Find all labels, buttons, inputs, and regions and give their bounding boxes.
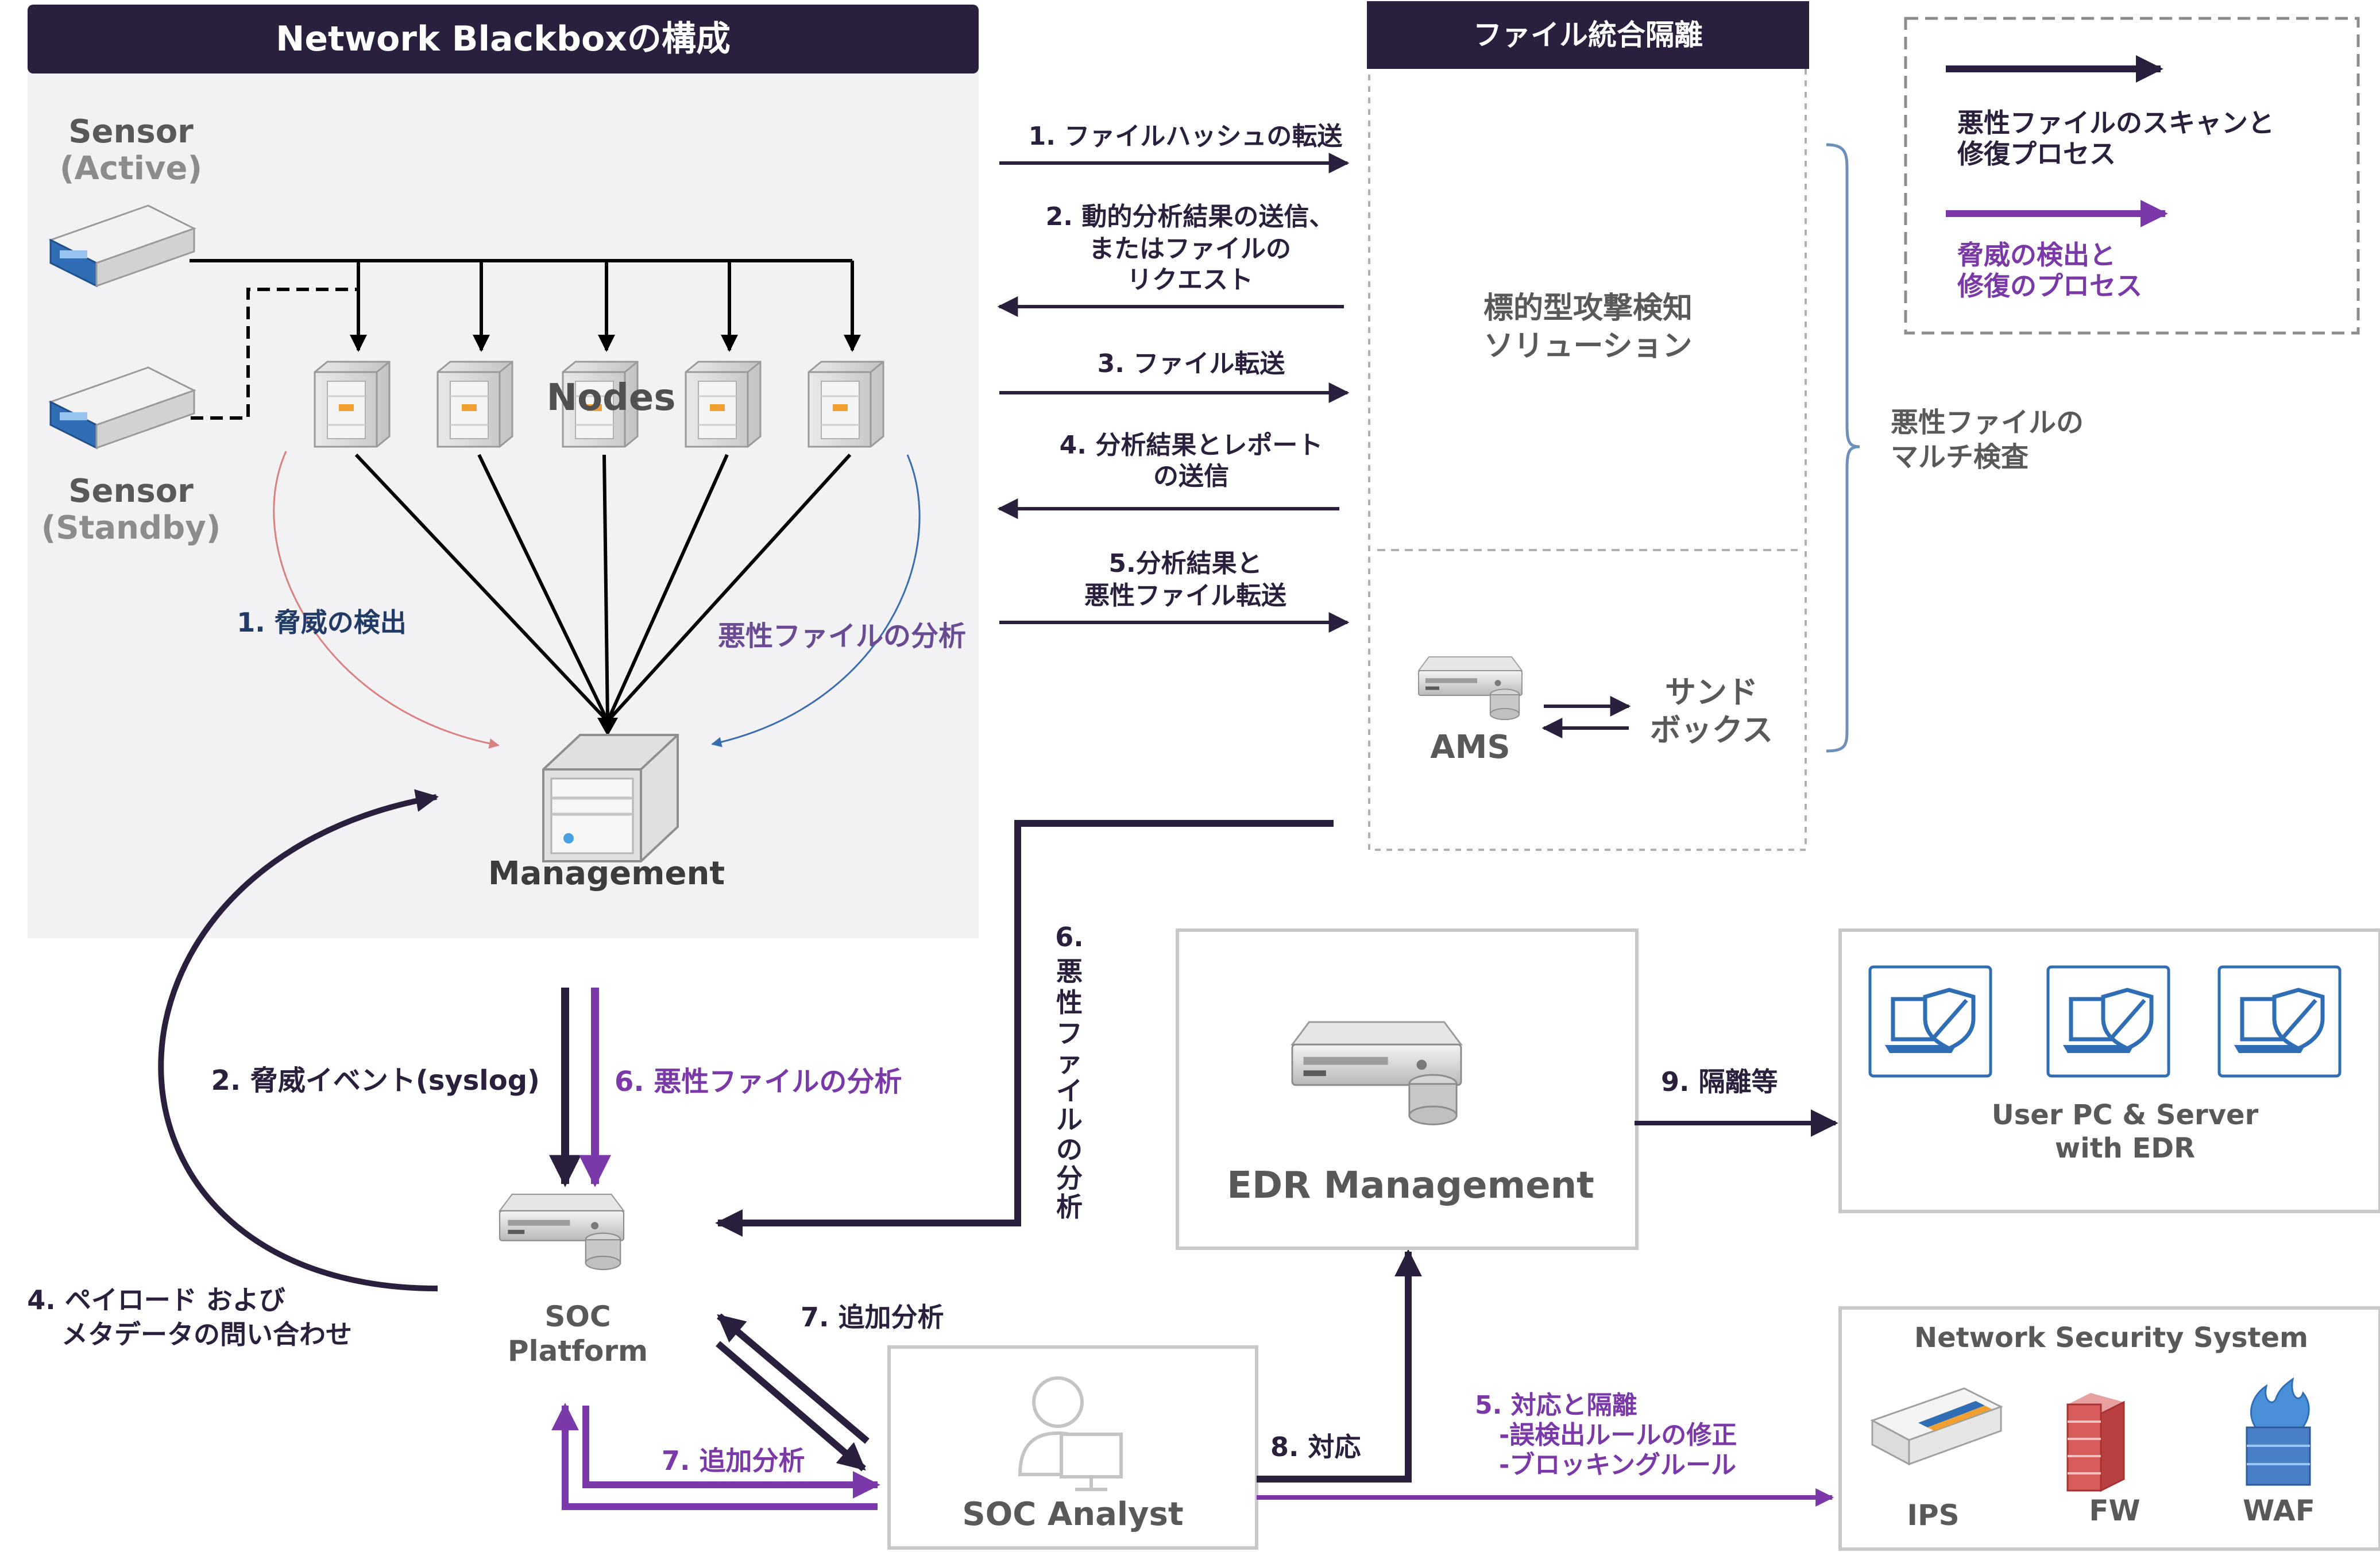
malware-analysis-label: 6. 悪性ファイルの分析: [615, 1066, 902, 1098]
exchange-5-label-line1: 5.分析結果と: [1108, 549, 1262, 578]
detect-label: 1. 脅威の検出: [237, 607, 407, 638]
multi-inspection-bracket: [1826, 143, 1860, 753]
sandbox-label-line1: サンド: [1665, 674, 1758, 710]
blackbox-title-bar: [28, 5, 979, 73]
analyst-person-icon: [1018, 1376, 1123, 1491]
fan-in-lines: [354, 453, 852, 723]
additional-analysis-top-label: 7. 追加分析: [801, 1302, 944, 1333]
threat-event-label: 2. 脅威イベント(syslog): [211, 1065, 540, 1097]
detect-curve: [273, 451, 500, 749]
svg-text:ァ: ァ: [1056, 1047, 1083, 1078]
ams-server-icon: [1418, 656, 1523, 721]
malware-analysis-vertical-label: 6. 悪 性 フ ァ イ ル の 分 析: [1055, 922, 1083, 1222]
response-isolation-line1: 5. 対応と隔離: [1475, 1391, 1637, 1420]
sandbox-label-line2: ボックス: [1650, 712, 1773, 748]
exchange-4-label-line1: 4. 分析結果とレポート: [1060, 431, 1323, 460]
ips-device-icon: [1870, 1387, 2003, 1466]
endpoint-laptop-icon: [2219, 967, 2340, 1076]
soc-platform-label-line1: SOC: [544, 1300, 611, 1333]
waf-icon: [2246, 1377, 2311, 1486]
sensor-active-state: (Active): [60, 150, 202, 187]
bracket-label-line1: 悪性ファイルの: [1891, 407, 2084, 439]
management-server-icon: [542, 734, 679, 862]
analysis-label: 悪性ファイルの分析: [718, 620, 966, 652]
nss-item-waf: WAF: [2243, 1494, 2315, 1527]
blackbox-title: Network Blackboxの構成: [276, 19, 731, 59]
node-server-icon: [436, 361, 513, 448]
legend-dark-line1: 悪性ファイルのスキャンと: [1957, 107, 2274, 138]
payload-query-line2: メタデータの問い合わせ: [61, 1319, 352, 1350]
payload-query-line1: 4. ペイロード および: [27, 1284, 285, 1315]
exchange-2-label-line3: リクエスト: [1127, 265, 1253, 295]
standby-bus-line: [191, 288, 358, 420]
legend-purple-line2: 修復のプロセス: [1957, 270, 2142, 301]
node-server-icon: [685, 361, 762, 448]
exchange-2-label-line1: 2. 動的分析結果の送信、: [1046, 202, 1335, 231]
ams-label: AMS: [1430, 729, 1510, 766]
exchange-4-label-line2: の送信: [1153, 462, 1229, 491]
svg-text:性: 性: [1056, 987, 1083, 1018]
payload-query-curve: [158, 789, 439, 1291]
svg-text:フ: フ: [1056, 1018, 1083, 1049]
response-isolation-line2: -誤検出ルールの修正: [1499, 1421, 1737, 1450]
analysis-curve: [711, 454, 921, 748]
exchange-1-label: 1. ファイルハッシュの転送: [1029, 122, 1343, 151]
response-isolation-line3: -ブロッキングルール: [1499, 1450, 1736, 1480]
node-server-icon: [314, 361, 391, 448]
sensor-standby-label: Sensor: [68, 473, 194, 510]
endpoint-laptop-icon: [2048, 967, 2169, 1076]
edr-management-label: EDR Management: [1227, 1164, 1594, 1207]
sensor-standby-state: (Standby): [41, 509, 221, 547]
additional-analysis-bottom-label: 7. 追加分析: [662, 1445, 805, 1476]
soc-platform-icon: [499, 1193, 625, 1271]
edr-management-box: [1176, 928, 1639, 1250]
management-label: Management: [488, 855, 725, 892]
svg-text:の: の: [1056, 1134, 1083, 1165]
svg-text:悪: 悪: [1056, 956, 1083, 987]
endpoints-label-line1: User PC & Server: [1992, 1099, 2259, 1131]
svg-text:イ: イ: [1056, 1075, 1083, 1106]
nodes-label: Nodes: [547, 377, 676, 419]
soc-analyst-label: SOC Analyst: [962, 1496, 1183, 1533]
exchange-2-label-line2: またはファイルの: [1089, 234, 1291, 264]
isolation-label: 9. 隔離等: [1661, 1066, 1778, 1097]
exchange-3-label: 3. ファイル転送: [1098, 349, 1285, 378]
soc-platform-label-line2: Platform: [508, 1334, 648, 1368]
solution-label-line1: 標的型攻撃検知: [1483, 291, 1693, 326]
solution-label-line2: ソリューション: [1484, 329, 1693, 363]
nss-title: Network Security System: [1914, 1322, 2308, 1354]
svg-text:ル: ル: [1056, 1104, 1083, 1135]
legend-purple-line1: 脅威の検出と: [1957, 239, 2116, 270]
bracket-label-line2: マルチ検査: [1891, 441, 2029, 473]
exchange-5-label-line2: 悪性ファイル転送: [1084, 581, 1286, 610]
svg-text:6.: 6.: [1055, 922, 1083, 953]
endpoint-laptop-icon: [1870, 967, 1991, 1076]
response-label: 8. 対応: [1270, 1431, 1361, 1462]
legend-box: [1904, 17, 2360, 335]
sensor-active-label: Sensor: [68, 113, 194, 150]
file-panel-title: ファイル統合隔離: [1473, 18, 1703, 52]
blackbox-panel: [28, 5, 979, 938]
malware-analysis-path: [715, 820, 1334, 1237]
firewall-icon: [2066, 1393, 2125, 1492]
nss-item-fw: FW: [2089, 1494, 2140, 1527]
nss-item-ips: IPS: [1907, 1499, 1959, 1532]
legend-dark-line2: 修復プロセス: [1957, 138, 2116, 169]
endpoints-label-line2: with EDR: [2055, 1132, 2195, 1164]
node-server-icon: [808, 361, 884, 448]
file-panel-title-bar: [1367, 1, 1809, 69]
svg-text:分: 分: [1056, 1163, 1083, 1194]
svg-text:析: 析: [1056, 1191, 1083, 1222]
